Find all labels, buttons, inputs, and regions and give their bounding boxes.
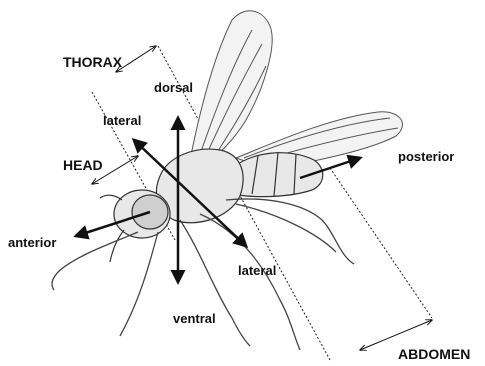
antenna	[100, 195, 122, 200]
thorax-label: THORAX	[63, 55, 122, 69]
hind-leg	[226, 199, 354, 264]
middle-leg-2	[200, 214, 300, 350]
ventral-label: ventral	[173, 312, 216, 325]
head-label: HEAD	[63, 158, 103, 172]
anterior-label: anterior	[8, 236, 56, 249]
posterior-label: posterior	[398, 150, 454, 163]
dorsal-label: dorsal	[154, 81, 193, 94]
abdomen-guide-line	[330, 168, 432, 318]
abdomen-label: ABDOMEN	[398, 347, 470, 361]
front-leg	[52, 232, 138, 290]
lateral-lower-label: lateral	[238, 264, 276, 277]
wings	[190, 11, 402, 170]
lateral-upper-label: lateral	[103, 114, 141, 127]
upper-wing	[190, 11, 272, 168]
front-leg-2	[120, 232, 158, 336]
hind-leg-2	[236, 204, 336, 252]
proboscis	[110, 230, 124, 262]
